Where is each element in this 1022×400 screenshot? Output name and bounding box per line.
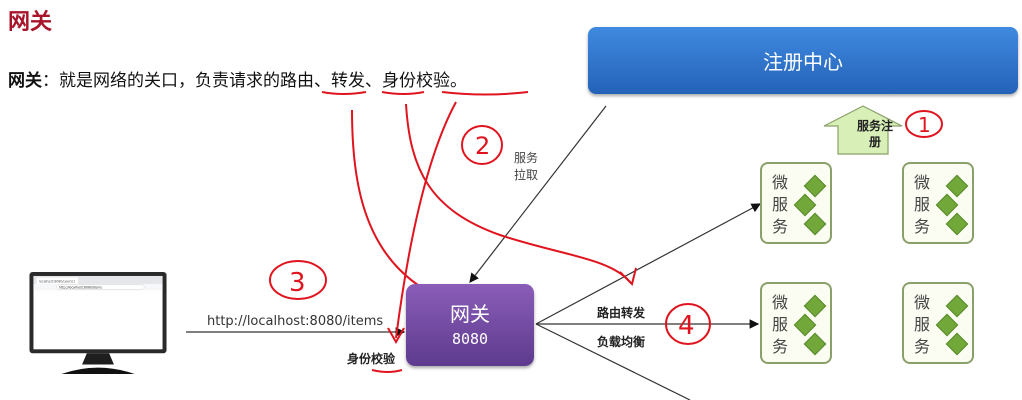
ink-underline-auth-label bbox=[371, 369, 403, 373]
registry-center: 注册中心 bbox=[588, 27, 1018, 94]
up-arrow-icon bbox=[823, 105, 903, 155]
ink-number-1: 1 bbox=[918, 113, 931, 137]
desc-routing: 路由 bbox=[280, 71, 314, 91]
microservice-label: 微服务 bbox=[914, 293, 931, 356]
desc-forwarding: 转发 bbox=[331, 71, 365, 91]
microservice-node: 微服务 bbox=[760, 162, 832, 244]
service-register-label: 服务注册 bbox=[856, 119, 893, 149]
ink-curve-forwarding-head bbox=[619, 267, 637, 286]
route-arrow-top bbox=[535, 203, 762, 325]
microservice-node: 微服务 bbox=[760, 282, 832, 364]
route-forward-label: 路由转发 bbox=[597, 306, 646, 320]
diamond-icon bbox=[935, 174, 973, 236]
auth-label: 身份校验 bbox=[347, 352, 396, 366]
request-url: http://localhost:8080/items bbox=[207, 314, 384, 329]
ink-circle-3 bbox=[269, 260, 327, 300]
diamond-icon bbox=[793, 174, 831, 236]
page-title: 网关 bbox=[8, 10, 53, 35]
gateway-node: 网关 8080 bbox=[406, 284, 534, 366]
ink-circle-4 bbox=[665, 303, 711, 345]
registry-label: 注册中心 bbox=[763, 50, 843, 74]
desc-text: ：就是网络的关口，负责请求的 bbox=[42, 71, 280, 91]
ink-number-3: 3 bbox=[289, 268, 306, 298]
microservice-label: 微服务 bbox=[914, 173, 931, 236]
ink-curve-auth bbox=[395, 101, 457, 339]
ink-circle-2 bbox=[461, 125, 503, 165]
ink-underline-forwarding bbox=[381, 91, 425, 95]
diamond-icon bbox=[935, 294, 973, 356]
pull-arrow bbox=[469, 105, 607, 283]
microservice-label: 微服务 bbox=[772, 293, 789, 356]
browser-address-text: http://localhost:8080/items bbox=[59, 286, 102, 290]
ink-curve-forwarding bbox=[405, 103, 631, 283]
desc-sep1: 、 bbox=[314, 71, 331, 91]
browser-tab-text: localhost:8080/users/1 bbox=[39, 279, 75, 283]
gateway-name: 网关 bbox=[450, 302, 490, 326]
microservice-label: 微服务 bbox=[772, 173, 789, 236]
diamond-icon bbox=[793, 294, 831, 356]
ink-circle-1 bbox=[905, 110, 943, 138]
desc-end: 。 bbox=[450, 71, 467, 91]
monitor-icon: localhost:8080/users/1 http://localhost:… bbox=[29, 272, 167, 374]
service-pull-label: 服务拉取 bbox=[514, 151, 539, 182]
route-arrow-bottom bbox=[535, 323, 691, 400]
ink-number-2: 2 bbox=[475, 132, 490, 160]
microservice-node: 微服务 bbox=[902, 162, 974, 244]
ink-number-4: 4 bbox=[678, 311, 695, 341]
ink-underline-auth bbox=[441, 91, 529, 96]
microservice-node: 微服务 bbox=[902, 282, 974, 364]
ink-curve-auth-head bbox=[387, 327, 405, 345]
desc-auth: 身份校验 bbox=[382, 71, 450, 91]
desc-term: 网关 bbox=[8, 71, 42, 91]
desc-sep2: 、 bbox=[365, 71, 382, 91]
ink-underline-routing bbox=[321, 91, 367, 95]
load-balance-label: 负载均衡 bbox=[597, 335, 646, 349]
description: 网关：就是网络的关口，负责请求的路由、转发、身份校验。 bbox=[8, 66, 467, 91]
gateway-port: 8080 bbox=[451, 330, 489, 348]
